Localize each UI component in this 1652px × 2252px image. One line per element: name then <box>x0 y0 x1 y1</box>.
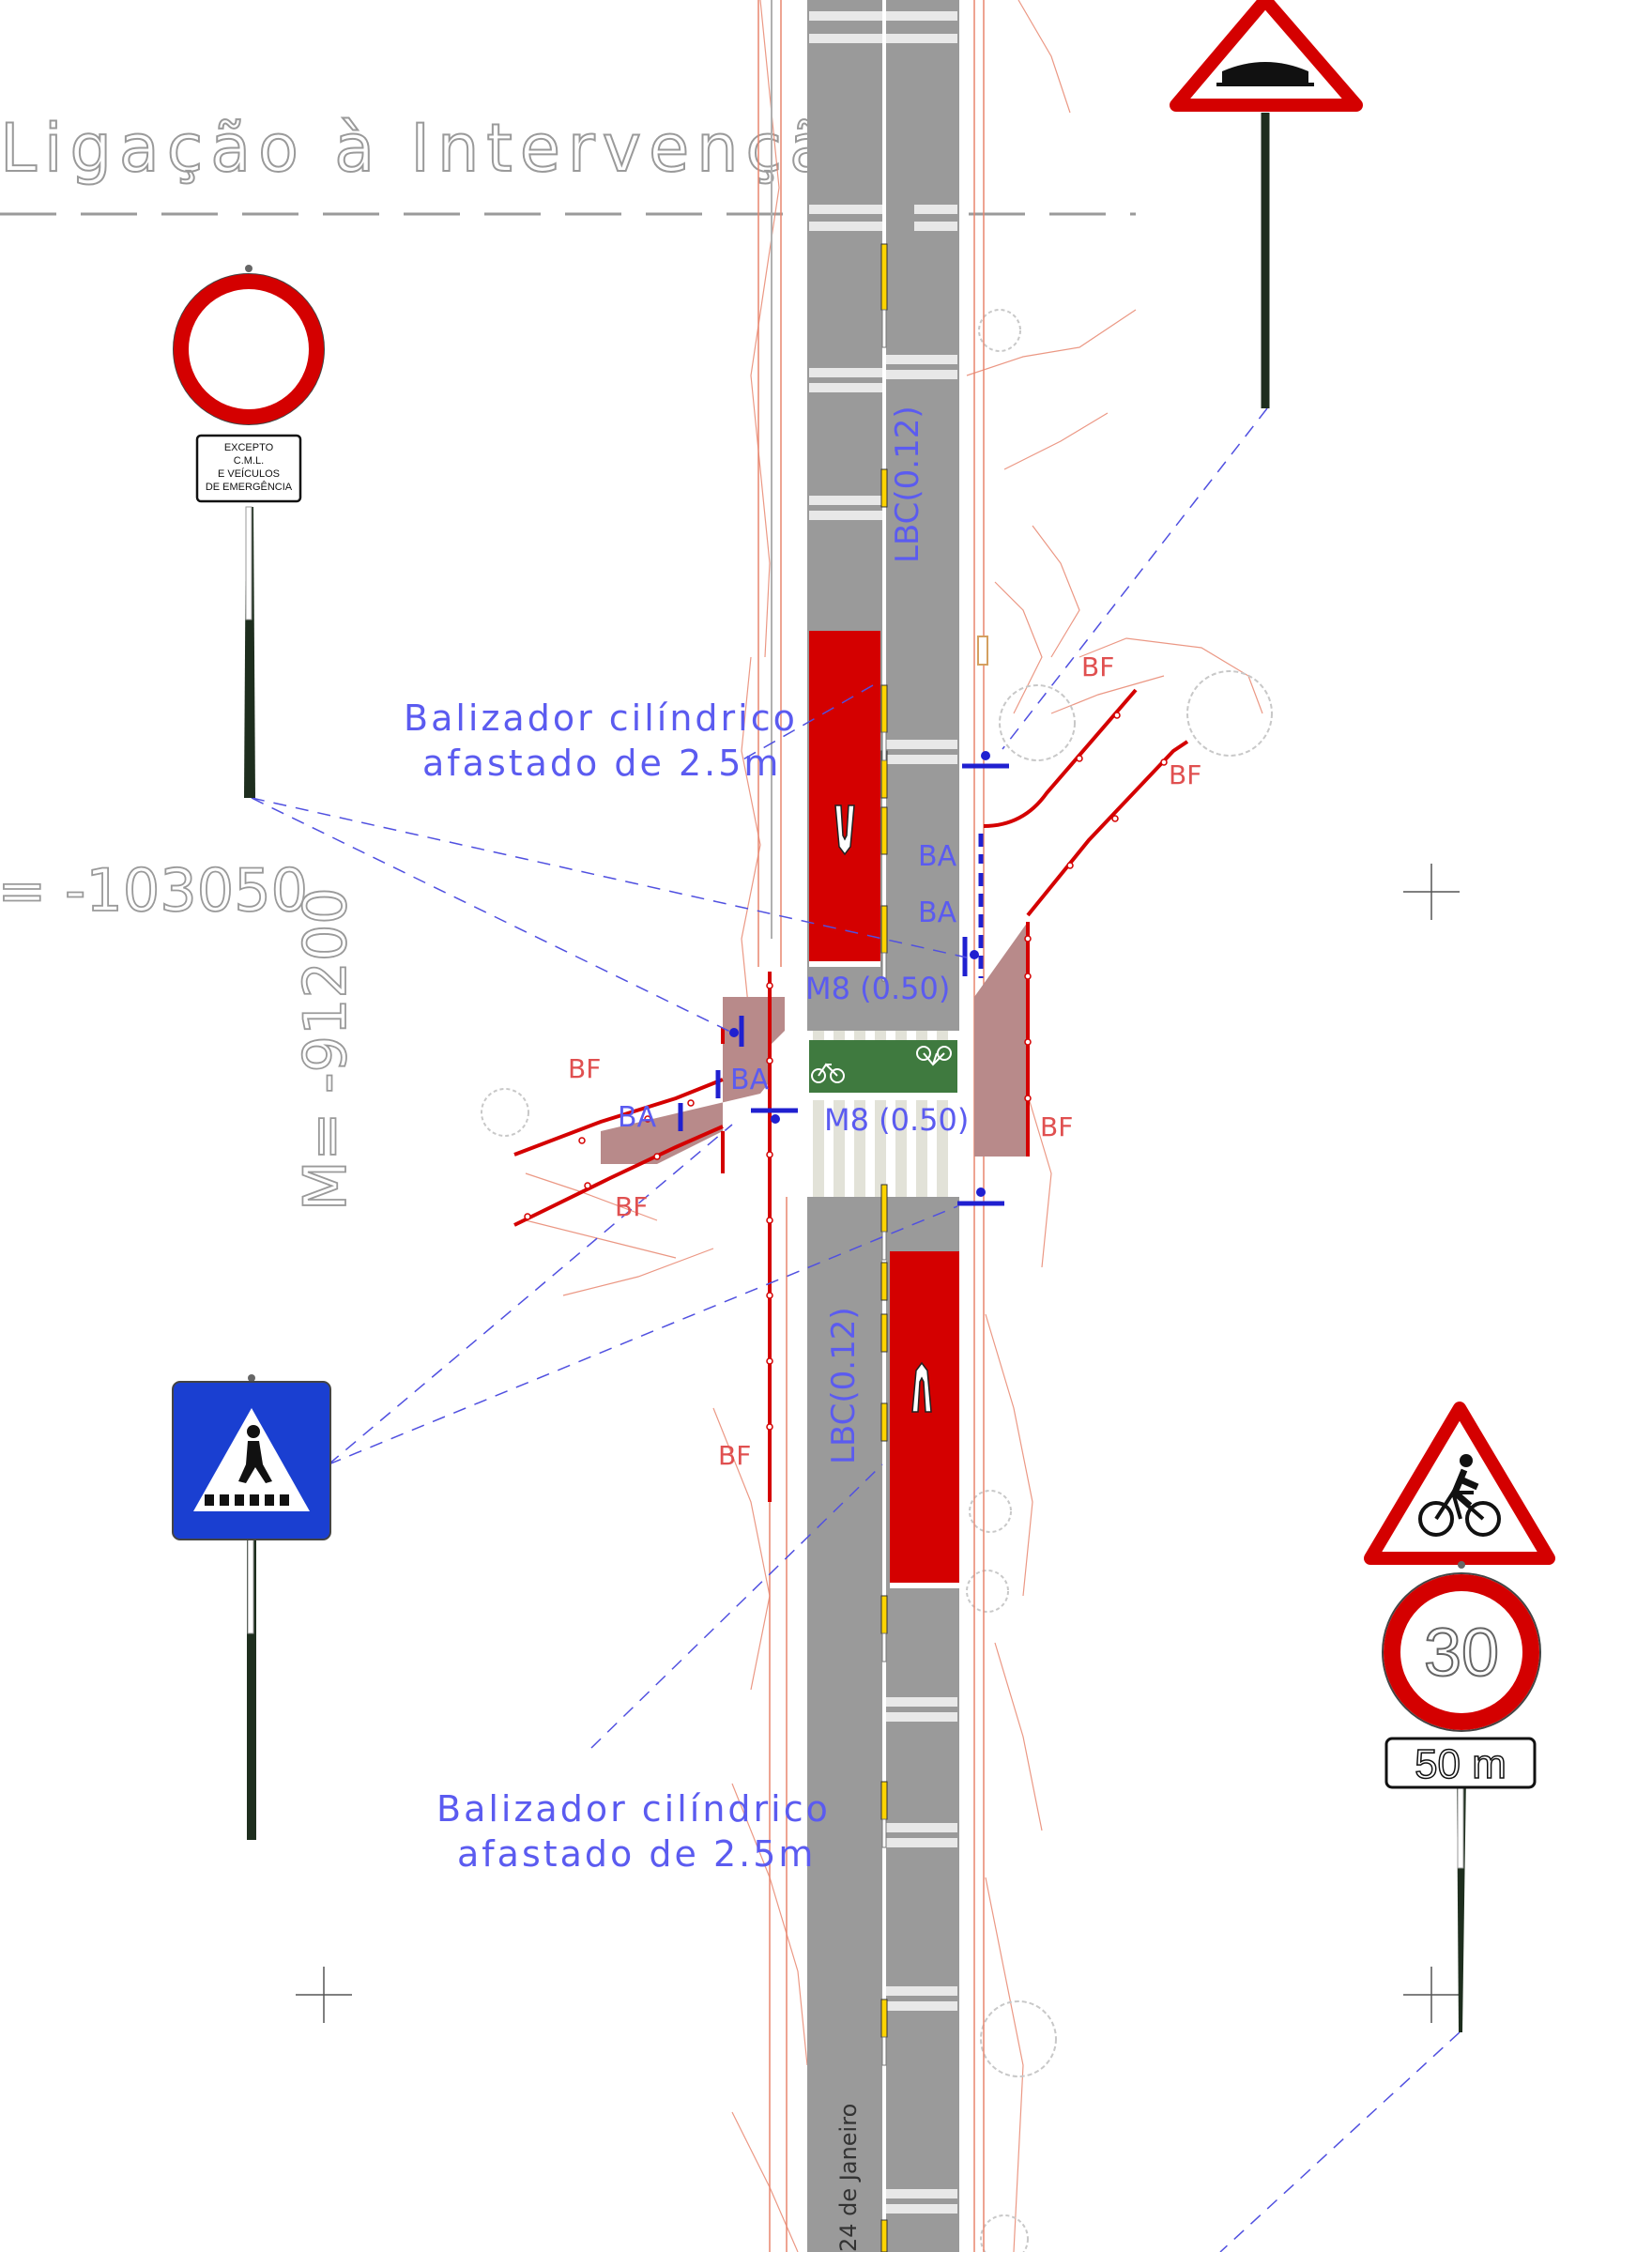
distance-plate <box>1384 1737 1537 1789</box>
bollard-posts <box>881 309 887 2066</box>
red-lane-surface-top <box>809 631 880 963</box>
plate-line-1: EXCEPTO <box>224 442 274 453</box>
no-entry-icon <box>174 274 324 424</box>
label-bf-2: BF <box>1169 759 1201 790</box>
label-bf-1: BF <box>1081 651 1114 682</box>
grid-crosshairs <box>296 864 1460 2023</box>
label-lbc-bottom: LBC(0.12) <box>825 1307 863 1464</box>
coord-p: P= -103050 <box>0 856 308 925</box>
pedestrian-crossing-sign <box>172 1374 331 1840</box>
street-name: 24 de Janeiro <box>835 2104 862 2252</box>
coord-m: M= -91200 <box>291 887 359 1211</box>
red-kerb-lines <box>513 688 1189 1502</box>
distance-value: 50 m <box>1415 1741 1507 1787</box>
no-entry-sign: EXCEPTO C.M.L. E VEÍCULOS DE EMERGÊNCIA <box>173 265 325 798</box>
note-balizador-top-2: afastado de 2.5m <box>422 743 781 784</box>
label-bf-5: BF <box>1040 1111 1073 1142</box>
label-ba-2: BA <box>918 896 957 929</box>
blue-sign-markers <box>678 751 1009 1206</box>
label-m8-bottom: M8 (0.50) <box>824 1102 969 1138</box>
label-m8-top: M8 (0.50) <box>805 971 950 1006</box>
note-balizador-bottom-2: afastado de 2.5m <box>457 1833 816 1875</box>
speed-bump-icon <box>1222 62 1308 84</box>
small-post-marker <box>977 636 988 666</box>
label-ba-3: BA <box>730 1064 770 1096</box>
bicycle-symbol-left <box>811 1063 845 1083</box>
red-lane-surface-bottom <box>890 1251 959 1586</box>
bollards <box>880 243 888 2252</box>
label-bf-3: BF <box>568 1053 601 1084</box>
cyclist-and-speed-sign: 30 50 m <box>1364 1402 1555 2032</box>
kerb-nodes <box>524 712 1168 1431</box>
note-balizador-top-1: Balizador cilíndrico <box>404 697 798 739</box>
label-lbc-top: LBC(0.12) <box>889 406 926 563</box>
speed-bump-warning-sign <box>1170 0 1363 408</box>
plate-line-2: C.M.L. <box>234 455 264 467</box>
leader-lines <box>251 407 1461 2252</box>
tree-symbols <box>481 309 1273 2252</box>
label-ba-1: BA <box>918 840 957 873</box>
drawing-title: Ligação à Intervenção 2 <box>0 110 963 187</box>
red-lane-end-line <box>809 961 880 967</box>
label-ba-4: BA <box>618 1101 657 1134</box>
plate-line-3: E VEÍCULOS <box>218 467 280 480</box>
speed-limit-ring <box>1384 1574 1539 1730</box>
lane-arrow-up <box>911 1361 932 1413</box>
green-bike-crossing <box>809 1040 957 1093</box>
red-lane-end-line-bottom <box>890 1583 959 1588</box>
zebra-crossing <box>813 1031 948 1197</box>
speed-limit-value: 30 <box>1424 1616 1499 1691</box>
plate-line-4: DE EMERGÊNCIA <box>206 481 293 493</box>
transverse-markings <box>809 11 957 2214</box>
brown-island-right <box>974 922 1028 1157</box>
no-entry-plate <box>195 434 302 503</box>
cyclist-icon <box>1418 1454 1501 1537</box>
label-bf-6: BF <box>718 1440 751 1471</box>
pedestrian-crossing-icon <box>205 1425 289 1506</box>
label-bf-4: BF <box>615 1191 648 1222</box>
bicycle-symbol-right <box>916 1046 952 1066</box>
note-balizador-bottom-1: Balizador cilíndrico <box>436 1788 831 1830</box>
lane-arrow-down <box>834 804 855 856</box>
